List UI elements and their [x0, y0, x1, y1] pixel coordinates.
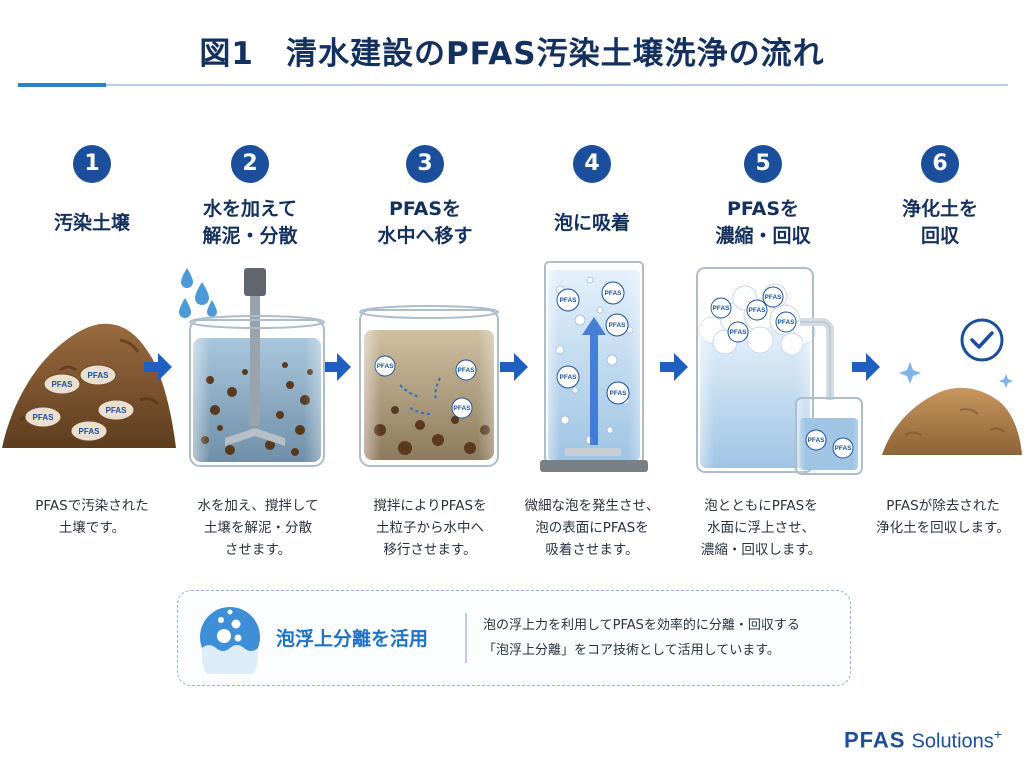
arrow-right-icon: [500, 353, 528, 381]
bubble-column: PFAS PFAS PFAS PFAS PFAS: [540, 262, 648, 472]
check-circle-icon: [962, 320, 1002, 360]
step-5-description: 泡とともにPFASを 水面に浮上させ、 濃縮・回収します。: [676, 495, 846, 561]
sparkle-icon: [899, 362, 1013, 388]
arrow-right-icon: [323, 353, 351, 381]
step-2-description: 水を加え、撹拌して 土壌を解泥・分散 させます。: [173, 495, 343, 561]
pfas-tag: PFAS: [52, 380, 74, 389]
callout-text: 泡の浮上力を利用してPFASを効率的に分離・回収する 「泡浮上分離」をコア技術と…: [483, 613, 800, 663]
brand-logo: PFAS Solutions+: [844, 726, 1002, 753]
step-6-description: PFASが除去された 浄化土を回収します。: [858, 495, 1024, 539]
water-drops-icon: [179, 268, 217, 318]
step-3-description: 撹拌によりPFASを 土粒子から水中へ 移行させます。: [345, 495, 515, 561]
pfas-tag: PFAS: [79, 427, 101, 436]
callout-title: 泡浮上分離を活用: [276, 624, 428, 651]
core-technology-callout: 泡浮上分離を活用 泡の浮上力を利用してPFASを効率的に分離・回収する 「泡浮上…: [177, 590, 851, 686]
clean-soil: [882, 320, 1022, 455]
foam-recovery-tank: PFAS PFAS PFAS PFAS PFAS PFAS PFAS: [697, 268, 862, 474]
bubbles-icon: [198, 600, 262, 674]
pfas-tag: PFAS: [106, 406, 128, 415]
brand-sub: Solutions: [912, 730, 994, 752]
pfas-tag: PFAS: [33, 413, 55, 422]
step-1-description: PFASで汚染された 土壌です。: [7, 495, 177, 539]
mixing-tank: [179, 268, 324, 466]
arrow-right-icon: [660, 353, 688, 381]
brand-main: PFAS: [844, 727, 905, 752]
step-4-description: 微細な泡を発生させ、 泡の表面にPFASを 吸着させます。: [507, 495, 677, 561]
contaminated-soil-pile: PFAS PFAS PFAS PFAS PFAS: [2, 324, 176, 448]
arrow-right-icon: [852, 353, 880, 381]
brand-sup: +: [994, 726, 1002, 742]
callout-divider: [465, 613, 467, 663]
transfer-tank: PFAS PFAS PFAS: [360, 306, 498, 466]
pfas-tag: PFAS: [88, 371, 110, 380]
